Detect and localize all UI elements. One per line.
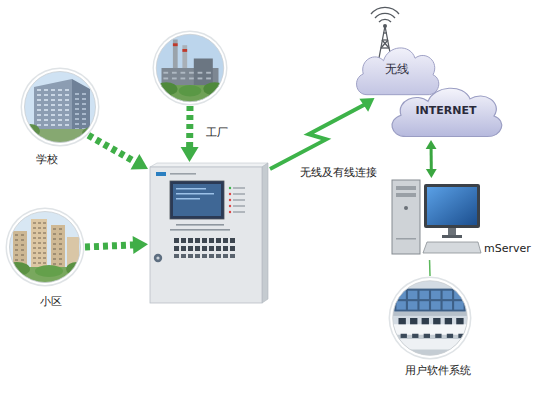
computer-node: mServer (390, 178, 482, 260)
connector (426, 140, 437, 178)
connector-line (430, 148, 433, 170)
edge-label: 无线及有线连接 (298, 166, 379, 179)
cloud-label: 无线 (385, 61, 409, 78)
node-label: 工厂 (206, 126, 228, 139)
arrowhead (426, 169, 437, 178)
photo-node: 小区 (5, 207, 85, 287)
arrowhead (359, 98, 374, 112)
connector-line (186, 106, 193, 149)
photo-node: 学校 (20, 67, 100, 147)
photo-node: 用户软件系统 (388, 276, 472, 360)
connector (88, 135, 148, 169)
photo-circle (20, 67, 100, 147)
connector (270, 98, 375, 169)
arrowhead (426, 140, 437, 149)
photo-circle (152, 30, 228, 106)
node-label: 小区 (40, 295, 62, 308)
cloud-node: INTERNET (386, 80, 506, 140)
controller-box (148, 162, 270, 304)
connector (85, 236, 148, 254)
photo-circle (5, 207, 85, 287)
arrowhead (131, 154, 148, 170)
lightning-link (270, 105, 365, 170)
node-label: mServer (484, 242, 531, 255)
node-label: 学校 (36, 153, 58, 166)
arrowhead (133, 236, 148, 254)
photo-node: 工厂 (152, 30, 228, 106)
connector (429, 260, 430, 276)
computer-icon (390, 178, 482, 260)
photo-circle (388, 276, 472, 360)
cloud-node: 无线 (352, 40, 442, 98)
cloud-label: INTERNET (415, 104, 476, 117)
connector-line (88, 135, 136, 162)
controller-cabinet (148, 162, 270, 304)
node-label: 用户软件系统 (405, 364, 471, 377)
connector-line (429, 260, 431, 276)
connector (181, 106, 199, 162)
arrowhead (181, 147, 199, 162)
connector-line (85, 245, 135, 247)
